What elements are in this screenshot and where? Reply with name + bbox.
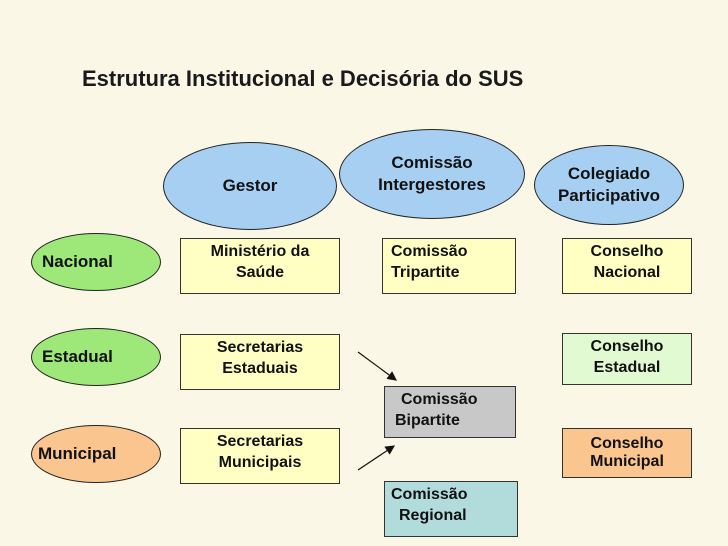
level-estadual: Estadual xyxy=(31,328,161,386)
conselho-estadual-line2: Estadual xyxy=(593,358,661,376)
box-comissao-regional: Comissão Regional xyxy=(384,481,518,537)
header-gestor: Gestor xyxy=(163,142,337,230)
level-nacional-label: Nacional xyxy=(42,251,113,271)
sec-municipais-line2: Municipais xyxy=(218,453,302,471)
sec-estaduais-line1: Secretarias xyxy=(216,339,304,356)
header-intergestores-line2: Intergestores xyxy=(378,175,486,194)
arrow-municipal-to-bipartite xyxy=(357,445,395,471)
box-secretarias-estaduais: Secretarias Estaduais xyxy=(180,334,340,390)
level-estadual-label: Estadual xyxy=(42,346,113,366)
conselho-nacional-line1: Conselho xyxy=(590,243,664,260)
bipartite-line1: Comissão xyxy=(401,391,478,408)
box-ministerio-saude: Ministério da Saúde xyxy=(180,238,340,294)
sec-municipais-line1: Secretarias xyxy=(216,433,304,450)
conselho-municipal-line2: Municipal xyxy=(590,453,664,471)
box-secretarias-municipais: Secretarias Municipais xyxy=(180,428,340,484)
box-comissao-tripartite: Comissão Tripartite xyxy=(382,238,516,294)
level-municipal-label: Municipal xyxy=(38,443,117,463)
ministerio-line2: Saúde xyxy=(235,263,284,281)
header-colegiado-line2: Participativo xyxy=(557,186,661,205)
regional-line1: Comissão xyxy=(391,486,468,503)
conselho-nacional-line2: Nacional xyxy=(593,263,661,281)
sec-estaduais-line2: Estaduais xyxy=(222,359,298,377)
tripartite-line2: Tripartite xyxy=(391,263,460,281)
header-intergestores-line1: Comissão xyxy=(391,152,473,172)
ministerio-line1: Ministério da xyxy=(210,243,310,260)
box-conselho-nacional: Conselho Nacional xyxy=(562,238,692,294)
header-colegiado-participativo: Colegiado Participativo xyxy=(534,145,684,225)
regional-line2: Regional xyxy=(399,506,467,524)
bipartite-line2: Bipartite xyxy=(395,411,460,429)
arrow-estadual-to-bipartite xyxy=(357,351,397,381)
box-comissao-bipartite: Comissão Bipartite xyxy=(384,386,516,438)
header-comissao-intergestores: Comissão Intergestores xyxy=(339,129,525,219)
conselho-estadual-line1: Conselho xyxy=(590,338,664,355)
conselho-municipal-line1: Conselho xyxy=(590,435,664,452)
box-conselho-estadual: Conselho Estadual xyxy=(562,333,692,385)
diagram-title: Estrutura Institucional e Decisória do S… xyxy=(82,66,524,91)
header-gestor-label: Gestor xyxy=(222,175,278,195)
tripartite-line1: Comissão xyxy=(391,243,468,260)
level-nacional: Nacional xyxy=(31,233,161,291)
box-conselho-municipal: Conselho Municipal xyxy=(562,428,692,478)
header-colegiado-line1: Colegiado xyxy=(567,163,651,183)
level-municipal: Municipal xyxy=(31,425,161,483)
